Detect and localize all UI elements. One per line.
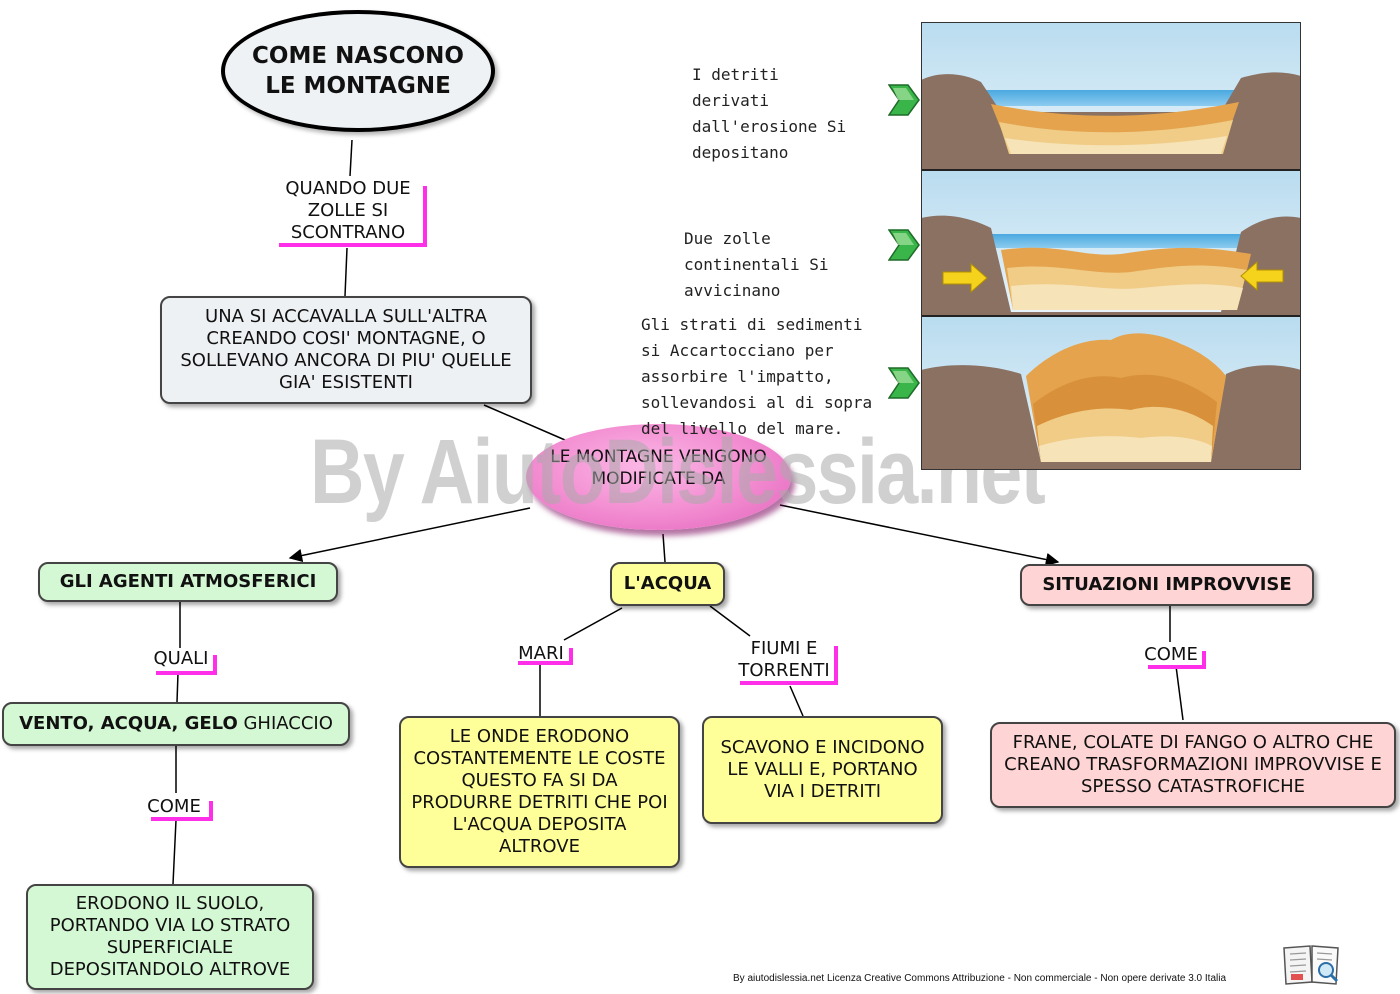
link-marker <box>1148 665 1206 669</box>
node-vento-bold: VENTO, ACQUA, GELO <box>19 713 238 734</box>
link-marker <box>834 646 838 685</box>
caption-sedimenti: Gli strati di sedimenti si Accartocciano… <box>641 315 873 438</box>
map-title: COME NASCONO LE MONTAGNE <box>252 43 464 99</box>
node-vento-acqua-gelo: VENTO, ACQUA, GELO GHIACCIO <box>2 702 350 746</box>
link-marker <box>423 186 427 247</box>
link-marker <box>209 801 213 821</box>
link-marker <box>151 817 213 821</box>
node-vento-rest: GHIACCIO <box>237 713 333 734</box>
center-oval: LE MONTAGNE VENGONO MODIFICATE DA <box>526 424 791 530</box>
link-fiumi-torrenti: FIUMI E TORRENTI <box>732 638 836 682</box>
link-marker <box>569 648 573 665</box>
link-marker <box>1202 651 1206 669</box>
book-logo-icon <box>1283 945 1339 985</box>
mountain-formation-illustration <box>921 22 1301 470</box>
center-text: LE MONTAGNE VENGONO MODIFICATE DA <box>550 447 767 489</box>
title-oval: COME NASCONO LE MONTAGNE <box>221 10 495 132</box>
link-marker <box>156 671 217 675</box>
node-scavono: SCAVONO E INCIDONO LE VALLI E, PORTANO V… <box>702 716 943 824</box>
caption-detriti: I detriti derivati dall'erosione Si depo… <box>692 65 847 162</box>
node-erodono-text: ERODONO IL SUOLO, PORTANDO VIA LO STRATO… <box>49 893 291 980</box>
caption-zolle: Due zolle continentali Si avvicinano <box>684 229 829 300</box>
link-come-situazioni: COME <box>1142 644 1200 666</box>
panel-folding <box>921 317 1301 470</box>
node-acqua-label: L'ACQUA <box>623 573 712 594</box>
node-situazioni-label: SITUAZIONI IMPROVVISE <box>1042 574 1292 595</box>
node-erodono-suolo: ERODONO IL SUOLO, PORTANDO VIA LO STRATO… <box>26 884 314 990</box>
link-quali: QUALI <box>150 648 212 670</box>
node-agenti-label: GLI AGENTI ATMOSFERICI <box>59 571 317 592</box>
node-agenti-atmosferici: GLI AGENTI ATMOSFERICI <box>38 562 338 602</box>
link-marker <box>518 661 573 665</box>
link-quando-due-zolle: QUANDO DUE ZOLLE SI SCONTRANO <box>268 178 428 244</box>
node-situazioni-improvvise: SITUAZIONI IMPROVVISE <box>1020 564 1314 606</box>
node-frane-text: FRANE, COLATE DI FANGO O ALTRO CHE CREAN… <box>1004 732 1382 797</box>
footer-license: By aiutodislessia.net Licenza Creative C… <box>733 973 1227 984</box>
link-marker <box>740 681 838 685</box>
node-scavono-text: SCAVONO E INCIDONO LE VALLI E, PORTANO V… <box>720 737 925 802</box>
link-mari: MARI <box>514 643 568 665</box>
link-come-agenti: COME <box>143 796 205 818</box>
panel-deposition <box>921 22 1301 170</box>
node-onde-text: LE ONDE ERODONO COSTANTEMENTE LE COSTE Q… <box>411 726 668 857</box>
node-accavalla: UNA SI ACCAVALLA SULL'ALTRA CREANDO COSI… <box>160 296 532 404</box>
node-acqua: L'ACQUA <box>610 562 725 606</box>
green-arrow-icon <box>888 84 920 116</box>
node-frane: FRANE, COLATE DI FANGO O ALTRO CHE CREAN… <box>990 722 1396 808</box>
panel-approach <box>921 171 1301 316</box>
green-arrow-icon <box>888 229 920 261</box>
link-marker <box>213 655 217 675</box>
node-accavalla-text: UNA SI ACCAVALLA SULL'ALTRA CREANDO COSI… <box>180 306 512 393</box>
link-marker <box>279 243 427 247</box>
node-onde-erodono: LE ONDE ERODONO COSTANTEMENTE LE COSTE Q… <box>399 716 680 868</box>
green-arrow-icon <box>888 367 920 399</box>
